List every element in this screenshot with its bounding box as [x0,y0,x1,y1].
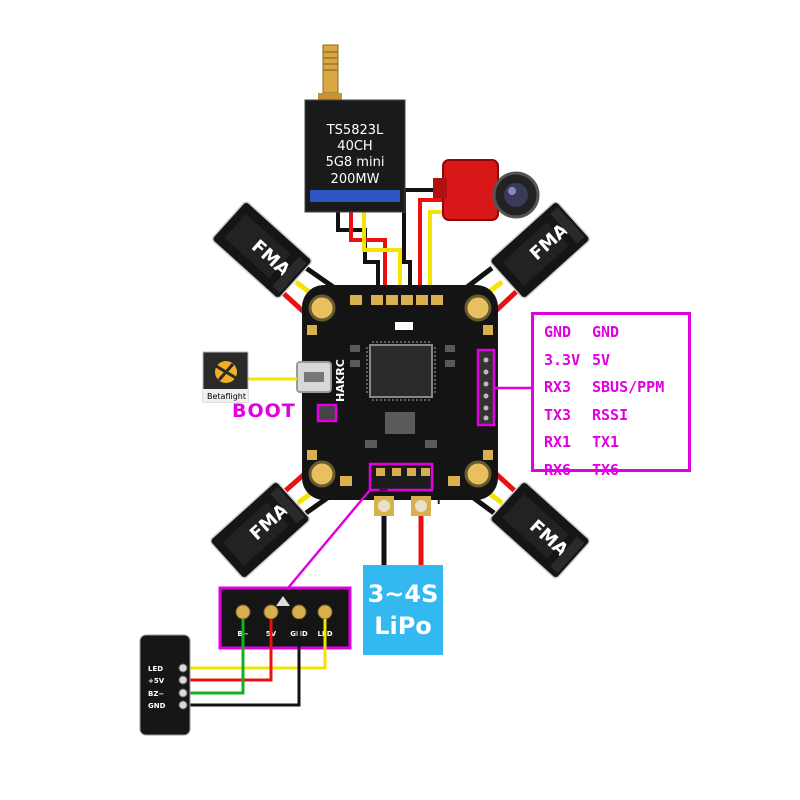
battery-minus-sign: − [378,483,389,498]
battery-box: 3~4S LiPo [363,565,443,655]
pin-left-3: RX3 [544,378,572,396]
pin-left-2: 3.3V [544,350,581,369]
boot-label: BOOT [232,400,296,422]
beeper-wires [186,619,327,707]
beeper-connector: B− 5V GND LED [218,586,352,650]
boot-button [316,403,338,423]
beeper-pin-1: LED [148,665,163,673]
usb-port [296,361,332,393]
vtx-band: 5G8 mini [326,155,385,170]
pin-left-5: RX1 [544,433,572,451]
beeper-pin-2: +5V [148,677,165,685]
vtx-wires [336,205,402,300]
beeper-pin-4: GND [148,702,166,710]
vtx-power: 200MW [331,172,380,187]
pin-left-4: TX3 [544,405,572,424]
pin-left-1: GND [544,323,572,341]
vtx-model: TS5823L [326,123,384,138]
pin-right-1: GND [592,323,620,341]
configurator-label: Betaflight [207,392,246,401]
esc-rear-right [488,479,592,581]
pin-right-6: TX6 [592,460,620,479]
pin-right-4: RSSI [592,405,629,424]
vtx-module: TS5823L 40CH 5G8 mini 200MW [304,44,406,213]
pin-right-2: 5V [592,350,611,369]
pin-left-6: RX6 [544,460,572,479]
battery-type: LiPo [374,612,432,640]
flight-controller: HAKRC [302,285,498,516]
led-beeper-board: LED +5V BZ− GND [139,634,191,736]
pin-table-right-column: GND 5V SBUS/PPM RSSI TX1 TX6 [592,319,664,484]
pin-right-5: TX1 [592,433,620,451]
battery-leads [381,512,424,565]
mount-hole-top-right [464,294,492,322]
mount-hole-bottom-right [464,460,492,488]
uart-pin-table: GND 3.3V RX3 TX3 RX1 RX6 GND 5V SBUS/PPM… [531,312,691,479]
fc-brand-label: HAKRC [334,359,347,402]
pin-table-left-column: GND 3.3V RX3 TX3 RX1 RX6 [544,319,580,484]
callout-lines [287,386,531,589]
configurator-icon: Betaflight [202,351,249,403]
esc-rear-left [208,479,312,581]
mount-hole-top-left [308,294,336,322]
battery-cells: 3~4S [367,580,439,608]
vtx-channels: 40CH [337,139,372,154]
fpv-camera [433,159,540,221]
mount-hole-bottom-left [308,460,336,488]
beeper-pin-3: BZ− [148,690,164,698]
pin-right-3: SBUS/PPM [592,378,665,396]
mcu-chip [369,344,433,398]
battery-plus-sign: + [432,489,445,508]
